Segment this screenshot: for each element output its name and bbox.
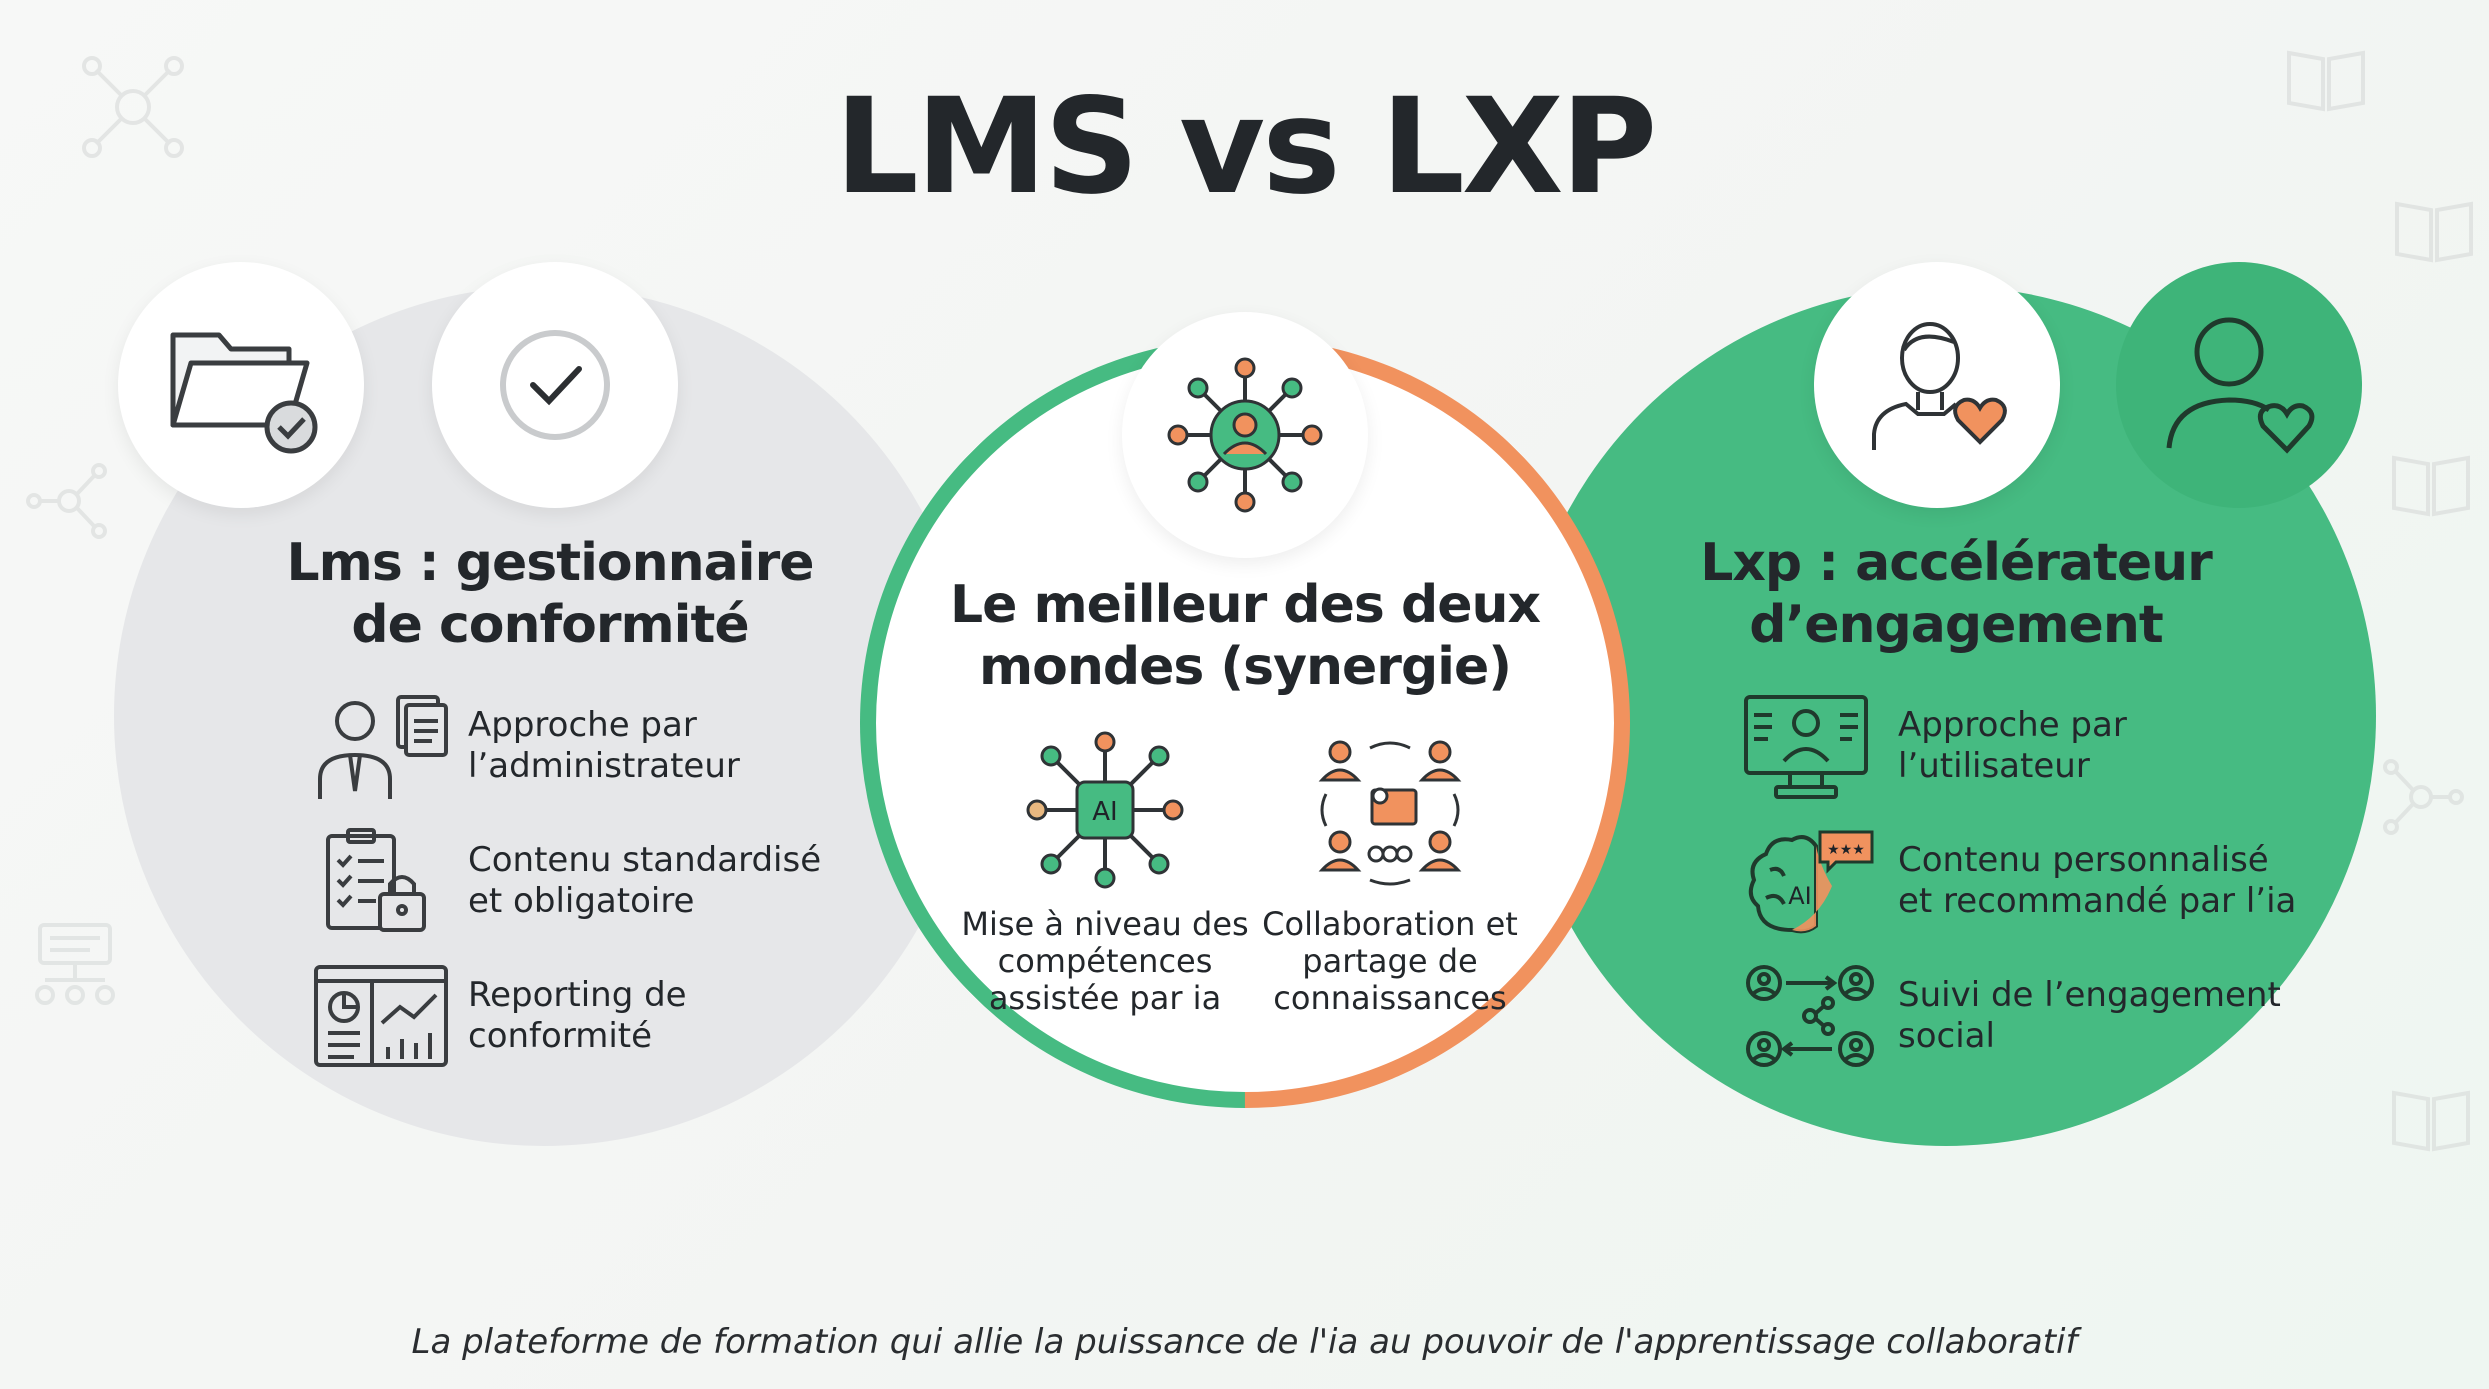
lms-title: Lms : gestionnaire de conformité [286,533,815,655]
list-item: AI ★★★ Contenu personnalisé et recommand… [1740,813,2296,948]
list-item: Suivi de l’engagement social [1740,948,2296,1083]
svg-text:AI: AI [1788,882,1812,910]
lms-check-badge [432,262,678,508]
book-icon [2395,201,2473,263]
checklist-lock-icon [326,827,426,932]
book-icon [2287,50,2365,112]
lms-folder-badge [118,262,364,508]
network-nodes-icon [82,56,184,158]
lxp-title: Lxp : accélérateur d’engagement [1700,533,2213,655]
sitemap-icon [35,923,115,1005]
book-icon [2392,455,2470,517]
book-icon [2392,1090,2470,1152]
list-item: Approche par l’administrateur [310,678,821,813]
social-network-users-icon [1746,964,1874,1067]
lms-list: Approche par l’administrateur Contenu st… [310,678,821,1083]
share-nodes-icon [26,463,107,539]
share-nodes-icon [2383,759,2464,835]
ai-chip-network-icon: AI [1026,731,1184,889]
person-heart-icon [1872,322,2007,450]
list-item: Contenu standardisé et obligatoire [310,813,821,948]
synergy-item-collaboration: Collaboration et partage de connaissance… [1245,730,1535,1017]
administrator-documents-icon [318,694,448,799]
team-collaboration-icon [1318,740,1462,886]
svg-text:★★★: ★★★ [1827,842,1865,858]
dashboard-report-icon [314,964,448,1067]
svg-text:AI: AI [1092,797,1117,827]
lxp-person-heart-badge [1814,262,2060,508]
page-title: LMS vs LXP [834,70,1658,224]
synergy-title: Le meilleur des deux mondes (synergie) [949,575,1541,697]
synergy-item-ai: AI Mise à niveau des compétences assisté… [960,730,1250,1017]
check-circle-icon [500,330,610,440]
list-item: Approche par l’utilisateur [1740,678,2296,813]
folder-check-icon [170,332,318,454]
network-person-icon [1167,357,1323,513]
user-profile-screen-icon [1744,694,1868,799]
lxp-user-heart-badge [2116,262,2362,508]
synergy-badge [1122,312,1368,558]
list-item: Reporting de conformité [310,948,821,1083]
lxp-list: Approche par l’utilisateur AI ★★★ Conten… [1740,678,2296,1083]
ai-brain-rating-icon: AI ★★★ [1748,830,1874,933]
tagline: La plateforme de formation qui allie la … [411,1322,2078,1362]
user-heart-outline-icon [2166,317,2315,454]
